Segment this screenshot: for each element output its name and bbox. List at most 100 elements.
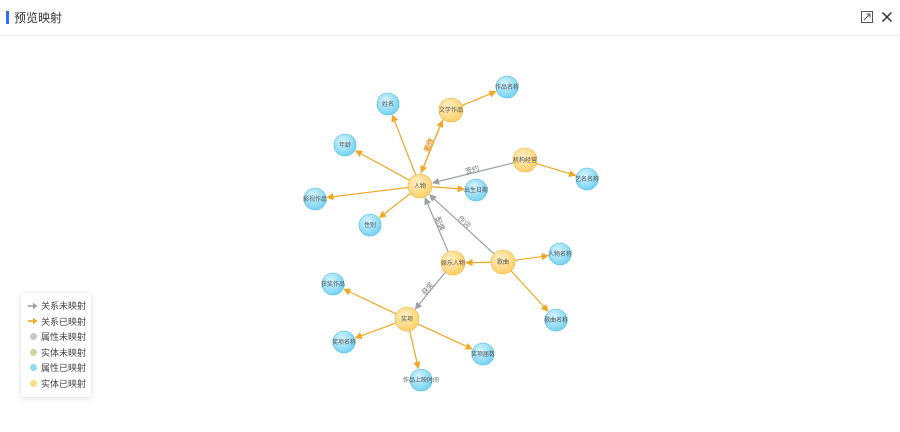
graph-node-birth[interactable]: 出生日期 (464, 178, 488, 202)
node-circle[interactable] (332, 330, 356, 354)
node-label: 作品上映时间 (403, 376, 439, 384)
arrow-right-icon (28, 316, 38, 326)
graph-node-film[interactable]: 影视作品 (303, 187, 327, 211)
edge-label: 著作 (422, 137, 436, 153)
edge-award-award_work[interactable] (343, 288, 397, 315)
fullscreen-icon[interactable] (860, 10, 874, 24)
edge-person-name[interactable] (391, 114, 417, 176)
graph-node-release[interactable]: 作品上映时间 (403, 368, 439, 392)
legend-label: 属性未映射 (41, 333, 87, 344)
node-label: 作品名称 (495, 83, 519, 91)
graph-node-literary[interactable]: 文学作品 (438, 97, 464, 123)
graph-node-name[interactable]: 姓名 (376, 92, 400, 116)
node-circle[interactable] (376, 92, 400, 116)
graph-node-person_name[interactable]: 人物名称 (548, 242, 572, 266)
node-label: 年龄 (339, 141, 351, 149)
graph-node-art_name[interactable]: 艺名名称 (575, 167, 599, 191)
node-circle[interactable] (303, 187, 327, 211)
edge-person-age[interactable] (354, 150, 410, 181)
node-circle[interactable] (333, 133, 357, 157)
graph-node-person[interactable]: 人物 (407, 173, 433, 199)
gray-dot-icon (29, 333, 37, 341)
node-circle[interactable] (575, 167, 599, 191)
node-circle[interactable] (490, 249, 516, 275)
node-circle[interactable] (394, 306, 420, 332)
edge-person-film[interactable] (326, 186, 409, 201)
edge-literary-work_name[interactable] (461, 90, 497, 106)
edge-song-entertainer[interactable] (465, 259, 492, 267)
node-label: 性别 (364, 221, 376, 229)
node-label: 奖项届数 (471, 350, 495, 358)
graph-node-organization[interactable]: 机构经营 (512, 147, 538, 173)
legend: 关系未映射 关系已映射 属性未映射 实体未映射 属性已映射 实体已映射 (21, 293, 91, 397)
close-icon[interactable] (880, 10, 894, 24)
graph-node-award[interactable]: 奖项 (394, 306, 420, 332)
olive-dot-icon (29, 348, 37, 356)
node-label: 歌曲 (497, 258, 509, 266)
graph-node-work_name[interactable]: 作品名称 (495, 75, 519, 99)
edge-entertainer-award[interactable] (414, 271, 446, 310)
edge-person-gender[interactable] (378, 192, 411, 219)
dialog-header: 预览映射 (0, 0, 900, 36)
node-circle[interactable] (321, 272, 345, 296)
node-circle[interactable] (471, 342, 495, 366)
legend-label: 属性已映射 (41, 364, 87, 375)
edge-label: 获奖 (420, 280, 436, 297)
mapping-graph[interactable]: 主创著作签约配偶作词获奖 人物文学作品机构经营娱乐人物歌曲奖项作品名称姓名年龄影… (0, 36, 900, 432)
node-label: 出生日期 (464, 186, 488, 194)
node-circle[interactable] (409, 368, 433, 392)
edge-person-birth[interactable] (431, 185, 465, 193)
graph-node-gender[interactable]: 性别 (358, 213, 382, 237)
graph-node-award_work[interactable]: 获奖作品 (321, 272, 345, 296)
node-label: 影视作品 (303, 195, 327, 203)
edge-award-award_count[interactable] (417, 323, 473, 350)
node-label: 文学作品 (439, 106, 463, 114)
edge-song-song_name[interactable] (510, 270, 549, 312)
node-label: 人物名称 (548, 250, 572, 258)
node-circle[interactable] (440, 250, 466, 276)
legend-label: 实体已映射 (41, 379, 87, 390)
node-circle[interactable] (495, 75, 519, 99)
node-label: 姓名 (382, 100, 394, 108)
legend-item-attribute-unmapped: 属性未映射 (28, 329, 91, 345)
graph-node-entertainer[interactable]: 娱乐人物 (440, 250, 466, 276)
node-circle[interactable] (438, 97, 464, 123)
node-label: 娱乐人物 (441, 259, 465, 267)
legend-item-relation-mapped: 关系已映射 (28, 314, 91, 330)
edge-literary-person[interactable] (420, 119, 444, 174)
node-label: 机构经营 (513, 156, 537, 164)
edge-label: 配偶 (433, 215, 447, 231)
edge-organization-person[interactable] (431, 162, 514, 185)
node-circle[interactable] (544, 308, 568, 332)
node-circle[interactable] (464, 178, 488, 202)
graph-node-song_name[interactable]: 歌曲名称 (544, 308, 568, 332)
graph-node-age[interactable]: 年龄 (333, 133, 357, 157)
edge-entertainer-person[interactable] (424, 197, 449, 253)
title-accent-bar (6, 11, 9, 24)
graph-node-award_count[interactable]: 奖项届数 (471, 342, 495, 366)
node-circle[interactable] (358, 213, 382, 237)
node-circle[interactable] (512, 147, 538, 173)
node-label: 艺名名称 (575, 175, 599, 183)
node-label: 奖项 (401, 315, 413, 323)
node-circle[interactable] (407, 173, 433, 199)
blue-dot-icon (29, 364, 37, 372)
edge-award-release[interactable] (409, 330, 421, 370)
legend-item-entity-mapped: 实体已映射 (28, 376, 91, 392)
edge-award-award_name[interactable] (354, 322, 396, 340)
node-label: 获奖作品 (321, 280, 345, 288)
legend-label: 关系已映射 (41, 317, 87, 328)
edge-label: 签约 (464, 163, 480, 175)
legend-item-relation-unmapped: 关系未映射 (28, 298, 91, 314)
edge-song-person[interactable] (429, 194, 495, 255)
edge-organization-art_name[interactable] (536, 162, 577, 178)
edge-song-person_name[interactable] (514, 253, 549, 261)
dialog-title: 预览映射 (14, 11, 63, 25)
node-label: 歌曲名称 (544, 316, 568, 324)
node-circle[interactable] (548, 242, 572, 266)
legend-label: 关系未映射 (41, 302, 87, 313)
node-label: 奖项名称 (332, 338, 356, 346)
graph-node-award_name[interactable]: 奖项名称 (332, 330, 356, 354)
node-label: 人物 (414, 182, 426, 190)
graph-node-song[interactable]: 歌曲 (490, 249, 516, 275)
